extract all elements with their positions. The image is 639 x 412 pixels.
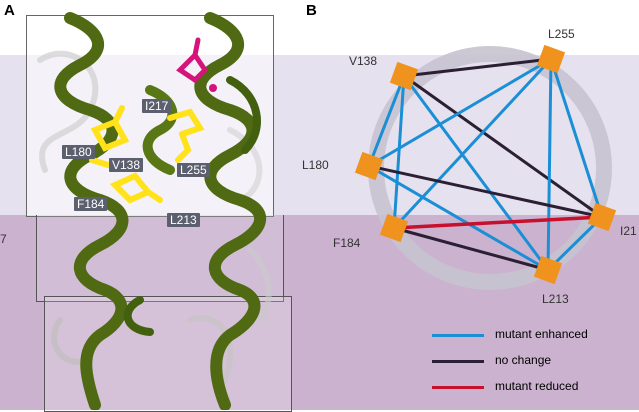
node-label-i217: I21 — [620, 224, 637, 238]
node-label-l213: L213 — [542, 292, 569, 306]
residue-label-f184: F184 — [74, 197, 108, 211]
node-v138 — [389, 61, 419, 91]
node-l180 — [354, 151, 384, 181]
edge-v138-i217 — [403, 74, 603, 219]
legend-swatch-no-change — [432, 360, 484, 363]
panel-a-side-label: 7 — [0, 232, 7, 246]
edge-f184-i217 — [393, 215, 603, 230]
legend-label-reduced: mutant reduced — [495, 379, 579, 393]
residue-label-l180: L180 — [62, 145, 95, 159]
node-label-v138: V138 — [349, 54, 378, 68]
edge-l255-i217 — [549, 58, 604, 218]
panel-a-label: A — [4, 2, 15, 19]
edge-l255-f184 — [392, 57, 553, 230]
node-l255 — [536, 44, 566, 74]
edge-l180-l213 — [368, 164, 549, 272]
node-label-l180: L180 — [302, 158, 329, 172]
residue-label-l255: L255 — [177, 163, 210, 177]
edge-l255-l213 — [546, 58, 553, 271]
legend-swatch-enhanced — [432, 334, 484, 337]
residue-label-l213: L213 — [167, 213, 200, 227]
node-i217 — [587, 202, 617, 232]
edge-l180-i217 — [368, 164, 603, 219]
node-l213 — [533, 255, 563, 285]
edge-l255-l180 — [368, 57, 552, 168]
panel-b-label: B — [306, 2, 317, 19]
residue-label-v138: V138 — [109, 158, 144, 172]
legend-label-enhanced: mutant enhanced — [495, 327, 588, 341]
edge-v138-l213 — [402, 75, 550, 271]
edge-v138-l180 — [367, 75, 406, 167]
edge-l213-i217 — [546, 215, 604, 272]
edge-f184-l213 — [393, 226, 549, 272]
node-f184 — [379, 213, 409, 243]
edge-v138-f184 — [392, 75, 406, 229]
legend-label-no-change: no change — [495, 353, 552, 367]
edge-v138-l255 — [403, 57, 552, 78]
node-label-f184: F184 — [333, 236, 361, 250]
residue-label-i217: I217 — [142, 99, 172, 113]
node-label-l255: L255 — [548, 27, 575, 41]
legend-swatch-reduced — [432, 386, 484, 389]
protein-structure-image — [37, 12, 272, 410]
